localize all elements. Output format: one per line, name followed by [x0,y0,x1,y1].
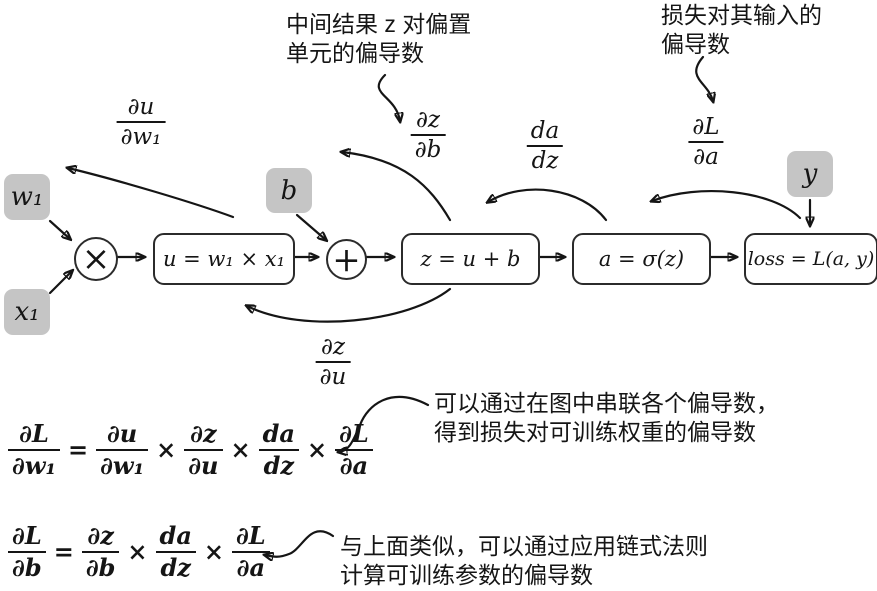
equation-term: ∂L ∂a [231,521,270,582]
input-label-x1: x₁ [14,297,40,327]
frac-numerator: ∂L [19,419,49,448]
arrow-gradient-loss-to-a [652,189,802,220]
annotation-line: 中间结果 z 对偏置 [286,11,472,37]
frac-denominator: ∂b [8,550,46,582]
add-operator-icon: + [326,239,367,280]
frac-numerator: ∂L [12,521,42,550]
times-sign: × [156,435,177,465]
annotation-bias-partial: 中间结果 z 对偏置 单元的偏导数 [286,10,471,68]
frac-denominator: dz [258,448,299,480]
annotation-line: 单元的偏导数 [286,40,424,66]
annotation-loss-input-partial: 损失对其输入的 偏导数 [661,1,822,59]
frac-denominator: ∂a [688,141,724,170]
times-sign: × [203,537,224,567]
frac-numerator: da [262,419,295,448]
times-sign: × [127,537,148,567]
equation-lhs: ∂L ∂b [8,522,46,581]
node-z-label: z = u + b [420,247,521,271]
arrow-gradient-a-to-z [488,188,608,222]
gradient-label-dz-du: ∂z ∂u [315,334,351,391]
frac-numerator: ∂z [87,521,114,550]
frac-numerator: ∂L [235,521,266,550]
annotation-line: 损失对其输入的 [661,2,822,28]
frac-numerator: ∂u [127,94,155,120]
frac-denominator: ∂w₁ [8,448,60,480]
annotation-chain-bias: 与上面类似，可以通过应用链式法则 计算可训练参数的偏导数 [340,532,708,590]
annotation-line: 偏导数 [661,31,730,57]
equation-term: da dz [258,419,299,480]
equals-sign: = [68,435,89,465]
frac-denominator: ∂a [231,550,270,582]
frac-numerator: ∂u [106,419,138,448]
frac-denominator: dz [155,550,196,582]
equation-term: da dz [155,521,196,582]
frac-numerator: da [159,521,192,550]
input-label-b: b [280,175,298,206]
frac-denominator: ∂w₁ [96,448,149,480]
add-symbol: + [332,239,361,280]
node-z: z = u + b [401,233,540,285]
multiply-symbol: × [81,239,111,279]
input-label-y: y [802,159,818,189]
arrow-gradient-z-to-u [247,287,452,323]
gradient-label-da-dz: da dz [526,118,564,175]
equation-term: ∂u ∂w₁ [96,419,149,480]
equation-term: ∂L ∂a [335,420,373,479]
arrow-annotation-bias [377,73,400,121]
input-box-x1: x₁ [4,289,50,335]
input-box-b: b [266,168,312,213]
input-box-w1: w₁ [4,174,50,220]
frac-denominator: ∂b [81,550,120,582]
frac-numerator: ∂L [339,419,369,448]
frac-denominator: dz [526,145,564,174]
equals-sign: = [53,537,74,567]
node-a-label: a = σ(z) [598,247,685,271]
gradient-label-du-dw1: ∂u ∂w₁ [116,94,166,151]
arrow-b-to-plus [295,213,326,240]
times-sign: × [230,435,251,465]
node-loss: loss = L(a, y) [744,233,877,285]
frac-numerator: ∂z [190,419,217,448]
frac-denominator: ∂u [184,448,223,480]
annotation-line: 得到损失对可训练权重的偏导数 [434,419,756,445]
frac-denominator: ∂w₁ [116,121,166,150]
gradient-label-dz-db: ∂z ∂b [410,107,446,164]
node-u-label: u = w₁ × x₁ [162,247,286,271]
annotation-line: 与上面类似，可以通过应用链式法则 [340,533,708,559]
equation-dL-dw1: ∂L ∂w₁ = ∂u ∂w₁ × ∂z ∂u × da dz × ∂L ∂a [8,420,373,479]
arrow-w1-to-multiply [48,219,70,239]
input-box-y: y [787,151,833,197]
frac-numerator: ∂z [320,334,345,360]
arrow-gradient-u-to-w1 [68,168,235,219]
node-u: u = w₁ × x₁ [153,233,295,285]
frac-denominator: ∂u [315,361,351,390]
input-label-w1: w₁ [10,182,44,212]
equation-lhs: ∂L ∂w₁ [8,420,60,479]
arrow-annotation-chain-bias [265,530,335,557]
node-loss-label: loss = L(a, y) [747,248,875,270]
arrow-x1-to-multiply [48,271,72,295]
frac-denominator: ∂a [335,448,373,480]
annotation-line: 可以通过在图中串联各个偏导数， [434,390,779,416]
arrow-annotation-loss-input [695,55,713,101]
gradient-label-dL-da: ∂L ∂a [688,114,724,171]
arrow-gradient-z-to-b [342,152,452,222]
equation-dL-db: ∂L ∂b = ∂z ∂b × da dz × ∂L ∂a [8,522,270,581]
annotation-chain-weight: 可以通过在图中串联各个偏导数， 得到损失对可训练权重的偏导数 [434,389,779,447]
multiply-operator-icon: × [74,237,118,281]
frac-numerator: ∂z [415,107,440,133]
times-sign: × [306,435,328,465]
frac-numerator: da [530,118,560,144]
node-a: a = σ(z) [572,233,711,285]
equation-term: ∂z ∂u [184,419,223,480]
frac-denominator: ∂b [410,134,446,163]
annotation-line: 计算可训练参数的偏导数 [340,562,593,588]
frac-numerator: ∂L [692,114,720,140]
equation-term: ∂z ∂b [81,521,120,582]
